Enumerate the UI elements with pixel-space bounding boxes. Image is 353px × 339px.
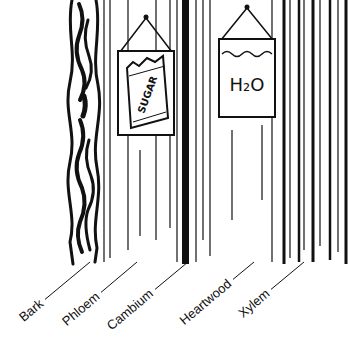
xylem-line	[319, 0, 320, 246]
xylem-line	[337, 0, 338, 252]
leader-line	[101, 262, 137, 292]
xylem-line	[289, 0, 290, 258]
hanging-string	[221, 8, 273, 40]
leader-line	[271, 262, 304, 289]
phloem-line	[139, 150, 140, 236]
phloem-line	[176, 0, 177, 262]
bark-texture	[77, 120, 85, 252]
bark-band	[68, 0, 100, 264]
bag-outline	[127, 56, 168, 128]
picture-frame: SUGAR	[117, 50, 175, 136]
part-label: Bark	[17, 297, 47, 325]
bag-fold	[129, 66, 166, 122]
phloem-line	[109, 0, 110, 258]
xylem-band	[284, 0, 346, 264]
bark-texture	[83, 96, 85, 116]
heartwood-line	[195, 0, 196, 262]
sign-text: H₂O	[230, 74, 265, 95]
cambium-band	[182, 0, 189, 264]
leader-line	[233, 262, 254, 279]
bark-edge	[95, 0, 100, 262]
bark-texture	[86, 140, 93, 250]
heartwood-line	[261, 125, 262, 200]
xylem-line	[283, 0, 286, 264]
phloem-band	[104, 0, 177, 262]
nail	[144, 15, 149, 20]
heartwood-line	[231, 130, 232, 220]
xylem-line	[298, 0, 301, 262]
part-label: Xylem	[236, 287, 273, 321]
xylem-line	[345, 0, 348, 264]
leader-line	[155, 262, 188, 289]
xylem-line	[312, 0, 315, 262]
water-wave	[222, 52, 272, 57]
leader-line	[45, 262, 90, 299]
nail	[245, 5, 250, 10]
xylem-line	[329, 0, 332, 260]
sign-board: H₂O	[218, 38, 276, 118]
bark-texture	[77, 4, 85, 100]
part-label: Phloem	[60, 290, 103, 329]
heartwood-line	[209, 0, 210, 256]
heartwood-line	[202, 0, 203, 240]
part-label: Heartwood	[177, 277, 234, 328]
hanging-string	[120, 18, 172, 52]
xylem-line	[303, 0, 304, 250]
bark-edge	[68, 0, 73, 264]
bark-texture	[85, 20, 91, 88]
part-label: Cambium	[104, 287, 156, 334]
phloem-line	[103, 0, 104, 262]
